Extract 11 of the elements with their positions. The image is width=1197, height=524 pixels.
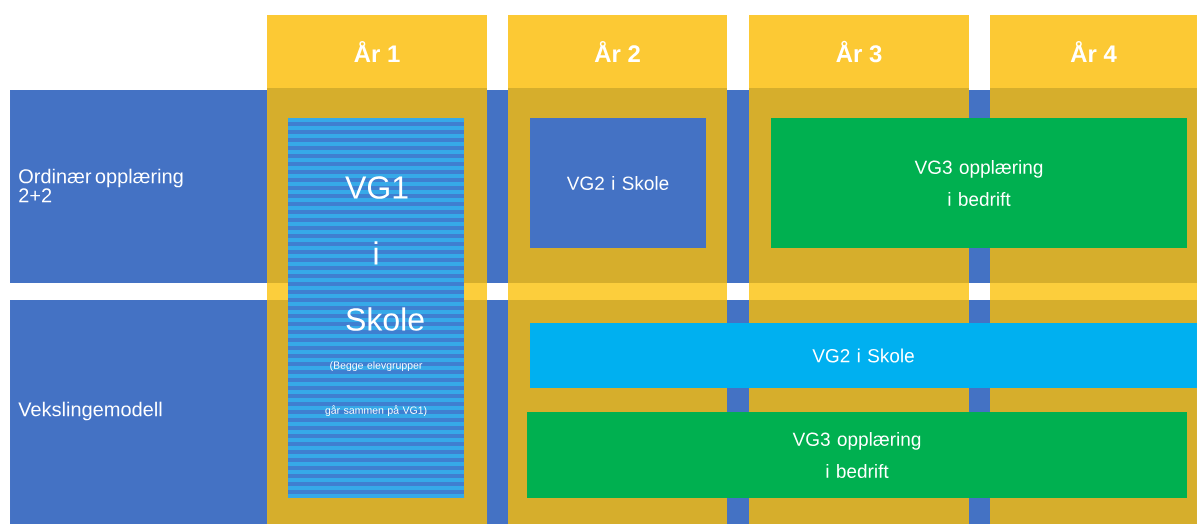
node-label: År 3 xyxy=(836,40,882,63)
process-box: VG3 opplæring i bedrift xyxy=(527,412,1187,498)
process-box: VG3 opplæring i bedrift xyxy=(771,118,1187,248)
node-label: År 2 xyxy=(594,40,640,63)
row-band: Vekslingemodell xyxy=(10,300,267,524)
node-label: År 4 xyxy=(1070,40,1117,63)
process-box: VG2 i Skole xyxy=(530,118,706,248)
process-box: VG2 i Skole xyxy=(530,323,1197,388)
node-label: År 1 xyxy=(354,40,400,63)
striped-box: VG1 i Skole (Begge elevgrupper går sammen på VG1) xyxy=(288,118,464,498)
row-band: Ordinær opplæring 2+2 xyxy=(10,90,267,283)
